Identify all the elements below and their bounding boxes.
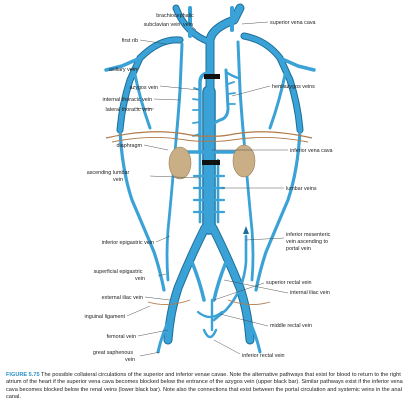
right-internal-thoracic-vessel <box>174 42 184 142</box>
left-lateral-thoracic-vessel <box>268 68 288 130</box>
left-internal-thoracic-vessel <box>236 40 246 142</box>
label-superficial-epigastric-1: superficial epigastric <box>94 269 143 275</box>
left-inguinal-ligament <box>227 299 271 305</box>
right-great-saphenous-vessel <box>156 316 172 354</box>
label-superficial-epigastric-2: vein <box>135 276 145 282</box>
inferior-rectal-vessel <box>202 328 218 339</box>
label-subclavian-vein: subclavian vein <box>144 22 181 28</box>
label-inferior-vena-cava: inferior vena cava <box>290 148 333 154</box>
right-arm-upper-vessel <box>104 56 142 72</box>
left-great-saphenous-vessel <box>246 316 262 354</box>
azygos-vessel <box>198 70 212 154</box>
label-inferior-rectal-vein: inferior rectal vein <box>242 353 285 359</box>
diaphragm-line-lower <box>111 136 309 143</box>
label-first-rib: first rib <box>122 38 138 44</box>
right-inguinal-ligament <box>147 299 191 305</box>
right-lateral-thoracic-vessel <box>132 68 152 130</box>
label-vein: vein <box>183 22 193 28</box>
left-arm-upper-vessel <box>278 56 316 72</box>
label-inferior-mesenteric-3: portal vein <box>286 246 311 252</box>
label-hemiazygos-veins: hemiazygos veins <box>272 84 315 90</box>
right-thoracoepigastric-vessel <box>118 128 166 292</box>
label-ascending-lumbar-vein-2: vein <box>113 177 123 183</box>
middle-rectal-vessel <box>196 310 224 319</box>
label-middle-rectal-vein: middle rectal vein <box>270 323 312 329</box>
left-subclavian-vessel <box>241 33 303 133</box>
label-axillary-vein: axillary vein <box>109 67 137 73</box>
lumbar-vessels <box>192 174 226 214</box>
leader-lines <box>126 21 289 357</box>
figure-caption: FIGURE 5.75 The possible collateral circ… <box>6 372 413 401</box>
label-internal-thoracic-vein: internal thoracic vein <box>103 97 152 103</box>
label-diaphragm: diaphragm <box>117 143 143 149</box>
label-inguinal-ligament: inguinal ligament <box>85 314 126 320</box>
label-inferior-mesenteric-1: inferior mesenteric <box>286 232 331 238</box>
label-superior-vena-cava: superior vena cava <box>270 20 316 26</box>
diaphragm-line <box>105 131 313 139</box>
label-lateral-thoracic-vein: lateral thoracic vein <box>106 107 152 113</box>
caption-text: The possible collateral circulations of … <box>6 372 403 400</box>
right-iliac-vessel <box>164 224 209 344</box>
left-internal-iliac-vessel <box>212 260 228 302</box>
label-lumbar-veins: lumbar veins <box>286 186 317 192</box>
label-inferior-epigastric-vein: inferior epigastric vein <box>102 240 154 246</box>
portal-arrow-icon <box>243 226 249 234</box>
hemiazygos-upper-vessel <box>224 70 240 80</box>
upper-block-bar <box>204 74 220 79</box>
label-femoral-vein: femoral vein <box>107 334 136 340</box>
label-azygos-vein: azygos vein <box>130 85 158 91</box>
figure-number: FIGURE 5.75 <box>6 372 40 378</box>
right-internal-iliac-vessel <box>190 260 206 302</box>
left-thoracoepigastric-vessel <box>254 128 302 292</box>
label-great-saphenous-2: vein <box>125 357 135 363</box>
labels: brachiocephalic subclavian vein vein sup… <box>85 13 333 363</box>
label-superior-rectal-vein: superior rectal vein <box>266 280 312 286</box>
lower-block-bar <box>202 160 220 165</box>
label-great-saphenous-1: great saphenous <box>93 350 133 356</box>
label-ascending-lumbar-vein-1: ascending lumbar <box>87 170 130 176</box>
inferior-mesenteric-vessel <box>212 234 248 322</box>
intercostal-vessels <box>192 81 236 137</box>
left-kidney <box>232 144 256 178</box>
label-external-iliac-vein: external iliac vein <box>102 295 143 301</box>
label-brachiocephalic-vein: brachiocephalic <box>156 13 194 19</box>
label-inferior-mesenteric-2: vein ascending to <box>286 239 328 245</box>
hemiazygos-vessel <box>210 68 230 126</box>
label-internal-iliac-vein: internal iliac vein <box>290 290 330 296</box>
right-kidney <box>168 146 192 180</box>
